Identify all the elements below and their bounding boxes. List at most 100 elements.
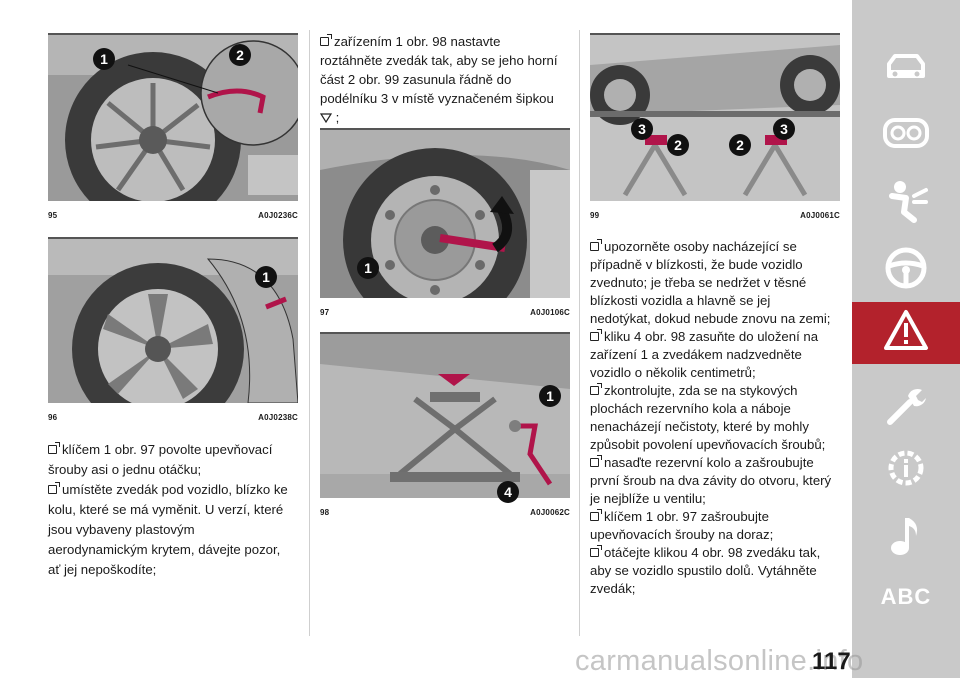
figure-rule xyxy=(48,33,298,35)
figure-98-image xyxy=(320,334,570,498)
figure-number: 96 xyxy=(48,413,58,422)
callout-4: 4 xyxy=(496,480,520,509)
column-divider xyxy=(309,30,310,636)
column-divider xyxy=(579,30,580,636)
text-line: zařízení 1 a zvedákem nadzvedněte xyxy=(590,347,802,362)
text-line: část 2 obr. 99 zasunula řádně do xyxy=(320,72,512,87)
figure-number: 99 xyxy=(590,211,600,220)
text-line: nasaďte rezervní kolo a zašroubujte xyxy=(590,454,842,472)
column-1-text: klíčem 1 obr. 97 povolte upevňovací šrou… xyxy=(48,440,300,580)
seat-occupant-icon[interactable] xyxy=(852,180,960,224)
svg-text:3: 3 xyxy=(780,121,788,137)
checkbox-bullet-icon xyxy=(590,329,602,341)
svg-text:2: 2 xyxy=(236,47,244,63)
checkbox-bullet-icon xyxy=(48,442,60,454)
svg-text:4: 4 xyxy=(504,484,512,500)
text-line: blízkosti vozidla a hlavně se jej xyxy=(590,293,771,308)
figure-96-image xyxy=(48,239,298,403)
text-line: šrouby asi o jednu otáčku; xyxy=(48,462,202,477)
figure-98: 1 4 98 A0J0062C xyxy=(320,332,570,520)
column-2-text: zařízením 1 obr. 98 nastavte roztáhněte … xyxy=(320,32,572,127)
text-line: je nejblíže u ventilu; xyxy=(590,491,706,506)
text-line: plochách rezervního kola a náboje xyxy=(590,401,791,416)
text-line: kliku 4 obr. 98 zasuňte do uložení na xyxy=(590,328,842,346)
figure-rule xyxy=(48,237,298,239)
text-line: upevňovacích šrouby na doraz; xyxy=(590,527,774,542)
figure-97-image xyxy=(320,130,570,298)
text-line: otáčejte klikou 4 obr. 98 zvedáku tak, xyxy=(590,544,842,562)
gear-info-icon[interactable] xyxy=(852,446,960,490)
text-line: klíčem 1 obr. 97 zašroubujte xyxy=(590,508,842,526)
svg-text:3: 3 xyxy=(638,121,646,137)
text-line: zkontrolujte, zda se na stykových xyxy=(590,382,842,400)
callout-1: 1 xyxy=(92,47,116,76)
svg-text:2: 2 xyxy=(736,137,744,153)
text-line: vozidlo o několik centimetrů; xyxy=(590,365,756,380)
text-line: aby se vozidlo spustilo dolů. Vytáhněte xyxy=(590,563,817,578)
music-note-icon[interactable] xyxy=(852,514,960,558)
figure-code: A0J0062C xyxy=(530,508,570,517)
text-line: nenacházejí nečistoty, které by mohly xyxy=(590,419,809,434)
callout-2: 2 xyxy=(228,43,252,72)
figure-rule xyxy=(320,332,570,334)
callout-1: 1 xyxy=(356,256,380,285)
steering-wheel-icon[interactable] xyxy=(852,246,960,290)
figure-code: A0J0061C xyxy=(800,211,840,220)
text-line: první šroub na dva závity do otvoru, kte… xyxy=(590,473,832,488)
text-line: aerodynamickým krytem, dávejte pozor, xyxy=(48,542,281,557)
checkbox-bullet-icon xyxy=(590,545,602,557)
callout-3: 3 xyxy=(630,117,654,146)
figure-number: 97 xyxy=(320,308,330,317)
figure-code: A0J0106C xyxy=(530,308,570,317)
svg-text:1: 1 xyxy=(546,388,554,404)
page-number: 117 xyxy=(812,648,851,675)
figure-code: A0J0236C xyxy=(258,211,298,220)
text-line: nedotýkat, dokud nebude znovu na zemi; xyxy=(590,311,831,326)
figure-99-image xyxy=(590,35,840,201)
text-line: klíčem 1 obr. 97 povolte upevňovací xyxy=(48,440,300,460)
checkbox-bullet-icon xyxy=(590,383,602,395)
checkbox-bullet-icon xyxy=(590,239,602,251)
text-line: jsou vybaveny plastovým xyxy=(48,522,195,537)
checkbox-bullet-icon xyxy=(590,509,602,521)
svg-text:1: 1 xyxy=(364,260,372,276)
wrench-icon[interactable] xyxy=(852,384,960,428)
figure-number: 95 xyxy=(48,211,58,220)
callout-2: 2 xyxy=(728,133,752,162)
car-icon[interactable] xyxy=(852,50,960,84)
figure-rule xyxy=(590,33,840,35)
callout-1: 1 xyxy=(538,384,562,413)
figure-99: 3 2 2 3 99 A0J0061C xyxy=(590,33,840,221)
text-line: způsobit povolení upevňovacích šroubů; xyxy=(590,437,826,452)
checkbox-bullet-icon xyxy=(48,482,60,494)
text-line: roztáhněte zvedák tak, aby se jeho horní xyxy=(320,53,558,68)
figure-96: 1 96 A0J0238C xyxy=(48,237,298,425)
text-line: kolu, které se má vyměnit. U verzí, kter… xyxy=(48,502,284,517)
abc-index-label[interactable]: ABC xyxy=(880,584,932,609)
svg-text:1: 1 xyxy=(262,269,270,285)
text-line: zvedák; xyxy=(590,581,636,596)
warning-triangle-icon[interactable] xyxy=(852,308,960,352)
text-line: umístěte zvedák pod vozidlo, blízko ke xyxy=(48,480,300,500)
text-line: ať jej nepoškodíte; xyxy=(48,562,157,577)
text-line: ; xyxy=(320,108,572,127)
text-line: zvednuto; je třeba se nedržet v těsné xyxy=(590,275,807,290)
callout-1: 1 xyxy=(254,265,278,294)
text-line: podélníku 3 v místě vyznačeném šipkou xyxy=(320,91,554,106)
figure-rule xyxy=(320,128,570,130)
figure-97: 1 97 A0J0106C xyxy=(320,128,570,318)
dashboard-icon[interactable] xyxy=(852,118,960,148)
svg-text:1: 1 xyxy=(100,51,108,67)
figure-95: 1 2 95 A0J0236C xyxy=(48,33,298,221)
figure-number: 98 xyxy=(320,508,330,517)
text-line: upozorněte osoby nacházející se xyxy=(590,238,842,256)
column-3-text: upozorněte osoby nacházející se případně… xyxy=(590,238,842,598)
checkbox-bullet-icon xyxy=(320,34,332,46)
svg-text:2: 2 xyxy=(674,137,682,153)
figure-code: A0J0238C xyxy=(258,413,298,422)
text-line: zařízením 1 obr. 98 nastavte xyxy=(320,32,572,51)
callout-2: 2 xyxy=(666,133,690,162)
down-triangle-arrow-icon xyxy=(320,113,332,123)
callout-3: 3 xyxy=(772,117,796,146)
checkbox-bullet-icon xyxy=(590,455,602,467)
